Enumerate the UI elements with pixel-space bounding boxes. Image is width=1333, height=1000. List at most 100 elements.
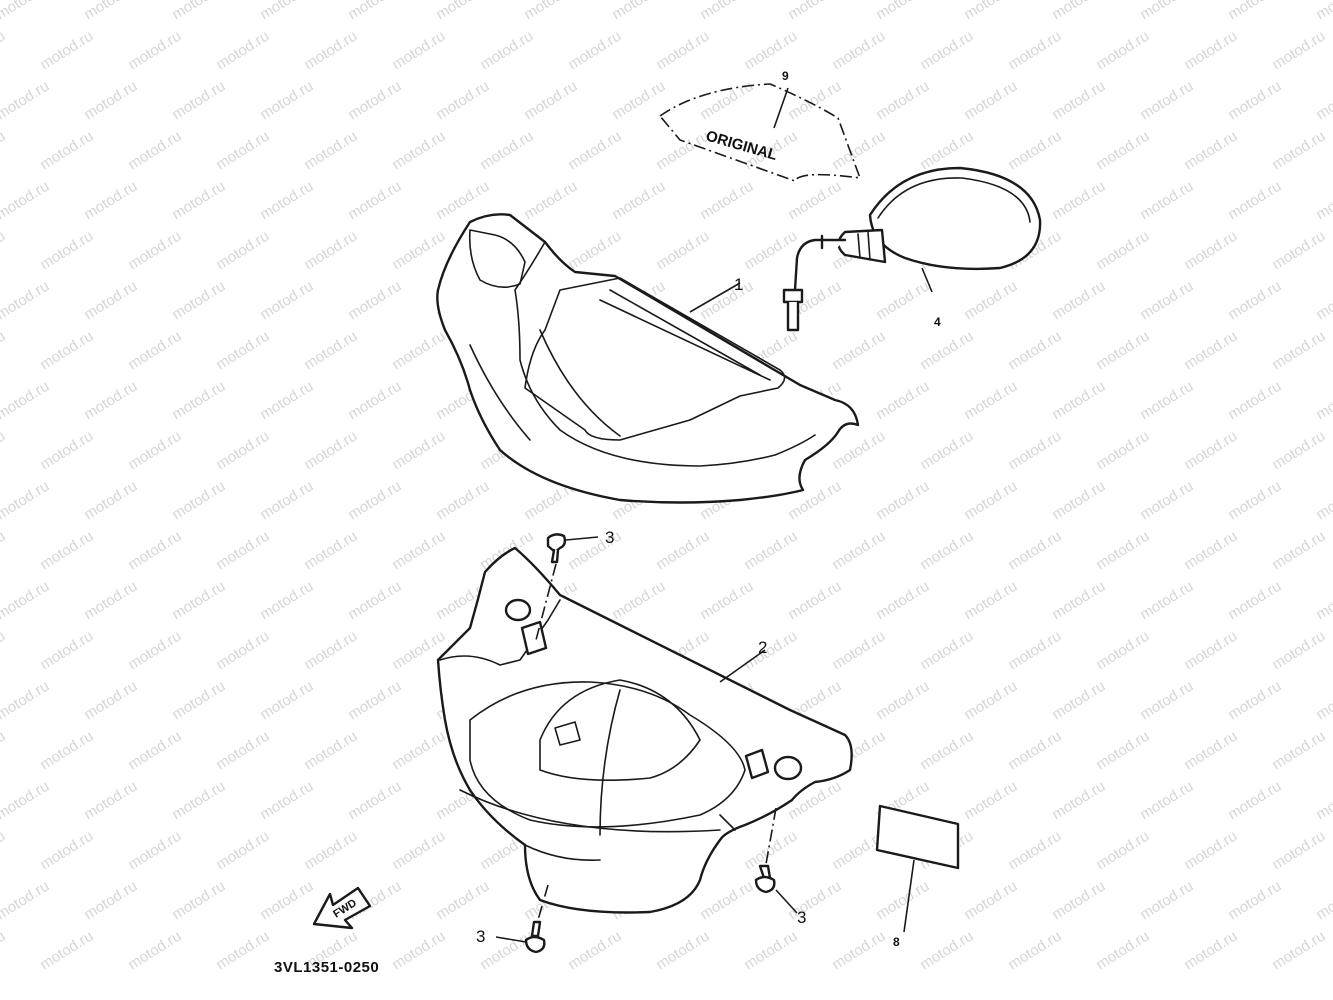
watermark-text: motod.ru <box>125 728 184 774</box>
watermark-text: motod.ru <box>125 528 184 574</box>
watermark-text: motod.ru <box>873 878 932 924</box>
watermark-text: motod.ru <box>1269 728 1328 774</box>
watermark-text: motod.ru <box>609 78 668 124</box>
watermark-text: motod.ru <box>917 28 976 74</box>
callout-8: 8 <box>893 935 900 949</box>
watermark-text: motod.ru <box>169 78 228 124</box>
watermark-text: motod.ru <box>609 578 668 624</box>
watermark-text: motod.ru <box>169 478 228 524</box>
screw-top-axis <box>535 563 557 641</box>
watermark-text: motod.ru <box>37 628 96 674</box>
watermark-text: motod.ru <box>257 78 316 124</box>
leader-lines <box>495 87 933 943</box>
watermark-text: motod.ru <box>1005 928 1064 974</box>
watermark-text: motod.ru <box>345 0 404 23</box>
watermark-text: motod.ru <box>917 928 976 974</box>
watermark-text: motod.ru <box>653 528 712 574</box>
watermark-text: motod.ru <box>257 678 316 724</box>
watermark-text: motod.ru <box>477 928 536 974</box>
watermark-text: motod.ru <box>1313 878 1333 924</box>
watermark-text: motod.ru <box>1313 178 1333 224</box>
watermark-text: motod.ru <box>81 378 140 424</box>
watermark-text: motod.ru <box>433 878 492 924</box>
watermark-text: motod.ru <box>1137 0 1196 23</box>
watermark-text: motod.ru <box>1269 828 1328 874</box>
watermark-text: motod.ru <box>565 28 624 74</box>
watermark-text: motod.ru <box>565 228 624 274</box>
fwd-arrow-icon: FWD <box>312 886 372 930</box>
watermark-text: motod.ru <box>257 178 316 224</box>
watermark-text: motod.ru <box>1049 878 1108 924</box>
watermark-text: motod.ru <box>345 678 404 724</box>
watermark-text: motod.ru <box>785 0 844 23</box>
watermark-text: motod.ru <box>345 178 404 224</box>
watermark-text: motod.ru <box>1005 828 1064 874</box>
watermark-text: motod.ru <box>785 178 844 224</box>
watermark-text: motod.ru <box>1049 478 1108 524</box>
watermark-text: motod.ru <box>873 278 932 324</box>
watermark-text: motod.ru <box>1049 378 1108 424</box>
watermark-text: motod.ru <box>1005 28 1064 74</box>
watermark-text: motod.ru <box>0 228 8 274</box>
watermark-text: motod.ru <box>1093 728 1152 774</box>
watermark-text: motod.ru <box>345 378 404 424</box>
watermark-text: motod.ru <box>257 278 316 324</box>
watermark-text: motod.ru <box>829 128 888 174</box>
watermark-text: motod.ru <box>433 78 492 124</box>
watermark-text: motod.ru <box>1269 628 1328 674</box>
watermark-text: motod.ru <box>301 328 360 374</box>
watermark-text: motod.ru <box>37 228 96 274</box>
watermark-text: motod.ru <box>1049 78 1108 124</box>
watermark-text: motod.ru <box>1049 0 1108 23</box>
watermark-text: motod.ru <box>697 78 756 124</box>
watermark-text: motod.ru <box>1137 178 1196 224</box>
callout-3-left: 3 <box>476 927 485 946</box>
watermark-text: motod.ru <box>301 428 360 474</box>
watermark-text: motod.ru <box>389 428 448 474</box>
watermark-text: motod.ru <box>785 578 844 624</box>
watermark-text: motod.ru <box>301 228 360 274</box>
watermark-text: motod.ru <box>389 28 448 74</box>
watermark-text: motod.ru <box>697 878 756 924</box>
watermark-text: motod.ru <box>961 378 1020 424</box>
watermark-text: motod.ru <box>1313 678 1333 724</box>
watermark-text: motod.ru <box>257 378 316 424</box>
watermark-text: motod.ru <box>697 0 756 23</box>
watermark-text: motod.ru <box>1269 528 1328 574</box>
watermark-text: motod.ru <box>1269 428 1328 474</box>
watermark-text: motod.ru <box>1181 228 1240 274</box>
watermark-text: motod.ru <box>1225 0 1284 23</box>
watermark-text: motod.ru <box>37 928 96 974</box>
watermark-text: motod.ru <box>301 828 360 874</box>
label-sheet <box>875 804 960 870</box>
watermark-text: motod.ru <box>1225 878 1284 924</box>
watermark-text: motod.ru <box>1225 478 1284 524</box>
watermark-text: motod.ru <box>741 228 800 274</box>
watermark-text: motod.ru <box>0 0 52 23</box>
watermark-text: motod.ru <box>0 628 8 674</box>
watermark-text: motod.ru <box>0 528 8 574</box>
watermark-text: motod.ru <box>213 528 272 574</box>
lower-handlebar-cover <box>436 546 853 914</box>
watermark-text: motod.ru <box>257 0 316 23</box>
watermark-text: motod.ru <box>169 778 228 824</box>
watermark-text: motod.ru <box>1049 778 1108 824</box>
watermark-text: motod.ru <box>521 78 580 124</box>
watermark-text: motod.ru <box>257 478 316 524</box>
watermark-text: motod.ru <box>169 178 228 224</box>
watermark-text: motod.ru <box>1313 378 1333 424</box>
watermark-text: motod.ru <box>169 678 228 724</box>
watermark-text: motod.ru <box>125 928 184 974</box>
watermark-text: motod.ru <box>125 428 184 474</box>
watermark-text: motod.ru <box>1225 578 1284 624</box>
watermark-text: motod.ru <box>0 778 52 824</box>
watermark-text: motod.ru <box>873 478 932 524</box>
watermark-text: motod.ru <box>1313 578 1333 624</box>
watermark-text: motod.ru <box>257 578 316 624</box>
watermark-text: motod.ru <box>1269 128 1328 174</box>
watermark-text: motod.ru <box>0 178 52 224</box>
watermark-text: motod.ru <box>301 128 360 174</box>
watermark-text: motod.ru <box>81 478 140 524</box>
watermark-text: motod.ru <box>213 28 272 74</box>
